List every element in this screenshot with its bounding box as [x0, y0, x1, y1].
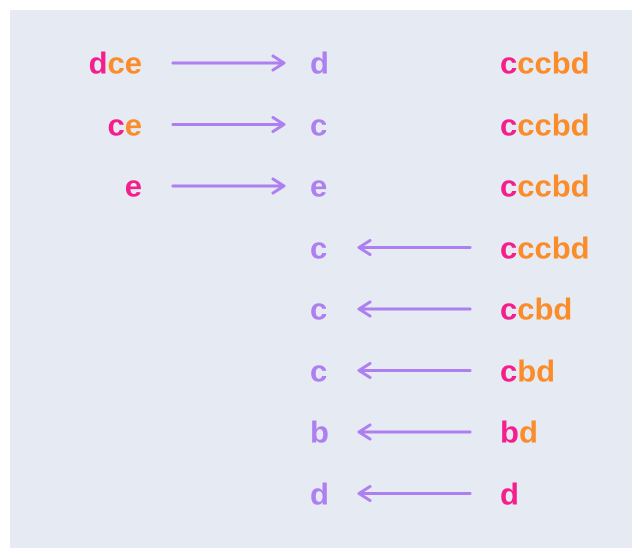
- remaining-chars: ccbd: [517, 107, 590, 142]
- arrow-head: [271, 116, 286, 133]
- remaining-chars: d: [518, 414, 538, 450]
- arrow-right-icon: [171, 177, 286, 195]
- arrow-right-icon: [171, 116, 286, 133]
- input-string-right: ccbd: [500, 294, 572, 325]
- output-char: c: [310, 107, 328, 142]
- remaining-chars: ccbd: [517, 45, 590, 81]
- remaining-chars: ccbd: [517, 230, 590, 265]
- input-string-right: cccbd: [500, 232, 590, 263]
- input-string-right: cbd: [500, 355, 555, 386]
- output-char: d: [310, 45, 329, 81]
- arrow-head: [357, 423, 372, 441]
- highlighted-char: b: [500, 414, 519, 450]
- input-string-right: bd: [500, 417, 538, 448]
- arrow-right-icon: [171, 54, 286, 72]
- output-char: d: [310, 476, 329, 511]
- highlighted-char: d: [88, 45, 108, 81]
- input-string-right: cccbd: [500, 48, 590, 79]
- output-char: c: [310, 230, 328, 265]
- remaining-chars: ccbd: [517, 168, 590, 204]
- arrow-head: [271, 177, 286, 195]
- output-char: c: [310, 353, 328, 388]
- remaining-chars: cbd: [517, 291, 573, 327]
- highlighted-char: c: [500, 107, 518, 142]
- output-char: c: [310, 291, 328, 327]
- highlighted-char: c: [500, 353, 518, 388]
- arrow-left-icon: [357, 239, 472, 256]
- input-string-left: dce: [89, 48, 142, 79]
- highlighted-char: c: [107, 107, 125, 142]
- arrow-left-icon: [357, 485, 472, 502]
- highlighted-char: d: [500, 476, 519, 511]
- highlighted-char: c: [500, 230, 518, 265]
- remaining-chars: e: [124, 107, 142, 142]
- input-string-left: e: [125, 171, 142, 202]
- arrow-left-icon: [357, 300, 472, 318]
- input-string-right: cccbd: [500, 109, 590, 140]
- output-char: b: [310, 414, 329, 450]
- highlighted-char: e: [124, 168, 142, 204]
- arrow-left-icon: [357, 423, 472, 441]
- diagram-panel: [10, 10, 632, 548]
- input-string-left: ce: [108, 109, 143, 140]
- highlighted-char: c: [500, 291, 518, 327]
- remaining-chars: bd: [517, 353, 556, 388]
- remaining-chars: ce: [107, 45, 142, 81]
- arrow-head: [271, 54, 286, 72]
- highlighted-char: c: [500, 168, 518, 204]
- input-string-right: cccbd: [500, 171, 590, 202]
- arrow-head: [357, 300, 372, 318]
- highlighted-char: c: [500, 45, 518, 81]
- arrow-left-icon: [357, 362, 472, 379]
- output-char: e: [310, 168, 328, 204]
- arrow-head: [357, 362, 372, 379]
- arrow-head: [357, 485, 372, 502]
- arrow-head: [357, 239, 372, 256]
- input-string-right: d: [500, 478, 519, 509]
